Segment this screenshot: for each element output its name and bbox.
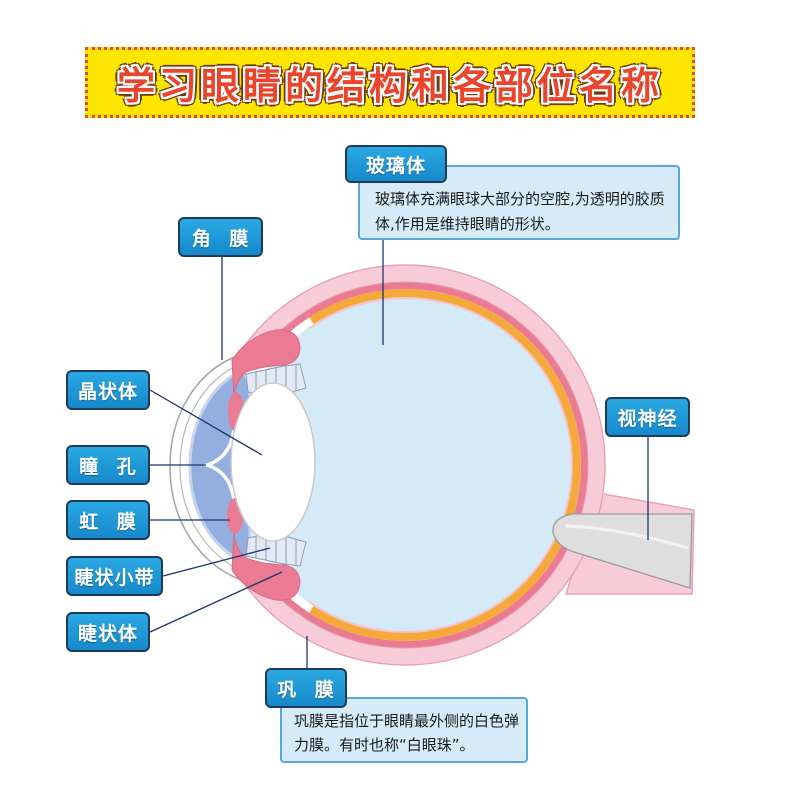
label-iris: 虹 膜 bbox=[66, 500, 150, 540]
optic-nerve bbox=[552, 513, 693, 589]
label-ciliary-body: 睫状体 bbox=[66, 612, 150, 652]
label-cornea: 角 膜 bbox=[178, 217, 263, 257]
sclera-description-line-2: 力膜。有时也称“白眼珠”。 bbox=[294, 736, 475, 754]
vitreous-description-line-2: 体,作用是维持眼睛的形状。 bbox=[375, 215, 560, 233]
page-title: 学习眼睛的结构和各部位名称 bbox=[116, 64, 663, 108]
leader-line-lens bbox=[149, 389, 263, 456]
cornea-outer-line bbox=[169, 355, 242, 581]
vitreous-body bbox=[237, 297, 573, 633]
leader-line-ciliary-body bbox=[149, 571, 283, 633]
label-sclera: 巩 膜 bbox=[265, 668, 347, 708]
label-zonule: 睫状小带 bbox=[66, 556, 163, 596]
vitreous-description-line-1: 玻璃体充满眼球大部分的空腔,为透明的胶质 bbox=[375, 190, 665, 208]
label-pupil: 瞳 孔 bbox=[66, 445, 150, 485]
sclera-outer-edge bbox=[236, 264, 606, 666]
retina-layer bbox=[309, 289, 581, 641]
leader-line-zonule bbox=[162, 547, 271, 577]
sclera-layer bbox=[237, 265, 605, 666]
sclera-inner-edge bbox=[251, 281, 589, 649]
label-lens: 晶状体 bbox=[66, 370, 150, 410]
cornea-inner-line bbox=[179, 363, 244, 573]
vitreous-description: 玻璃体充满眼球大部分的空腔,为透明的胶质 体,作用是维持眼睛的形状。 bbox=[358, 165, 680, 240]
ciliary-body-top bbox=[231, 329, 301, 397]
optic-nerve-streak bbox=[565, 524, 689, 550]
retina-inner-edge bbox=[308, 297, 573, 633]
pupil-outline bbox=[201, 429, 236, 501]
sclera-description-line-1: 巩膜是指位于眼睛最外侧的白色弹 bbox=[294, 712, 520, 730]
lens bbox=[230, 382, 316, 542]
label-vitreous: 玻璃体 bbox=[345, 145, 447, 183]
sclera-description: 巩膜是指位于眼睛最外侧的白色弹 力膜。有时也称“白眼珠”。 bbox=[280, 697, 528, 763]
label-optic-nerve: 视神经 bbox=[605, 397, 690, 437]
title-banner: 学习眼睛的结构和各部位名称 bbox=[85, 47, 695, 118]
choroid-layer bbox=[273, 282, 588, 648]
